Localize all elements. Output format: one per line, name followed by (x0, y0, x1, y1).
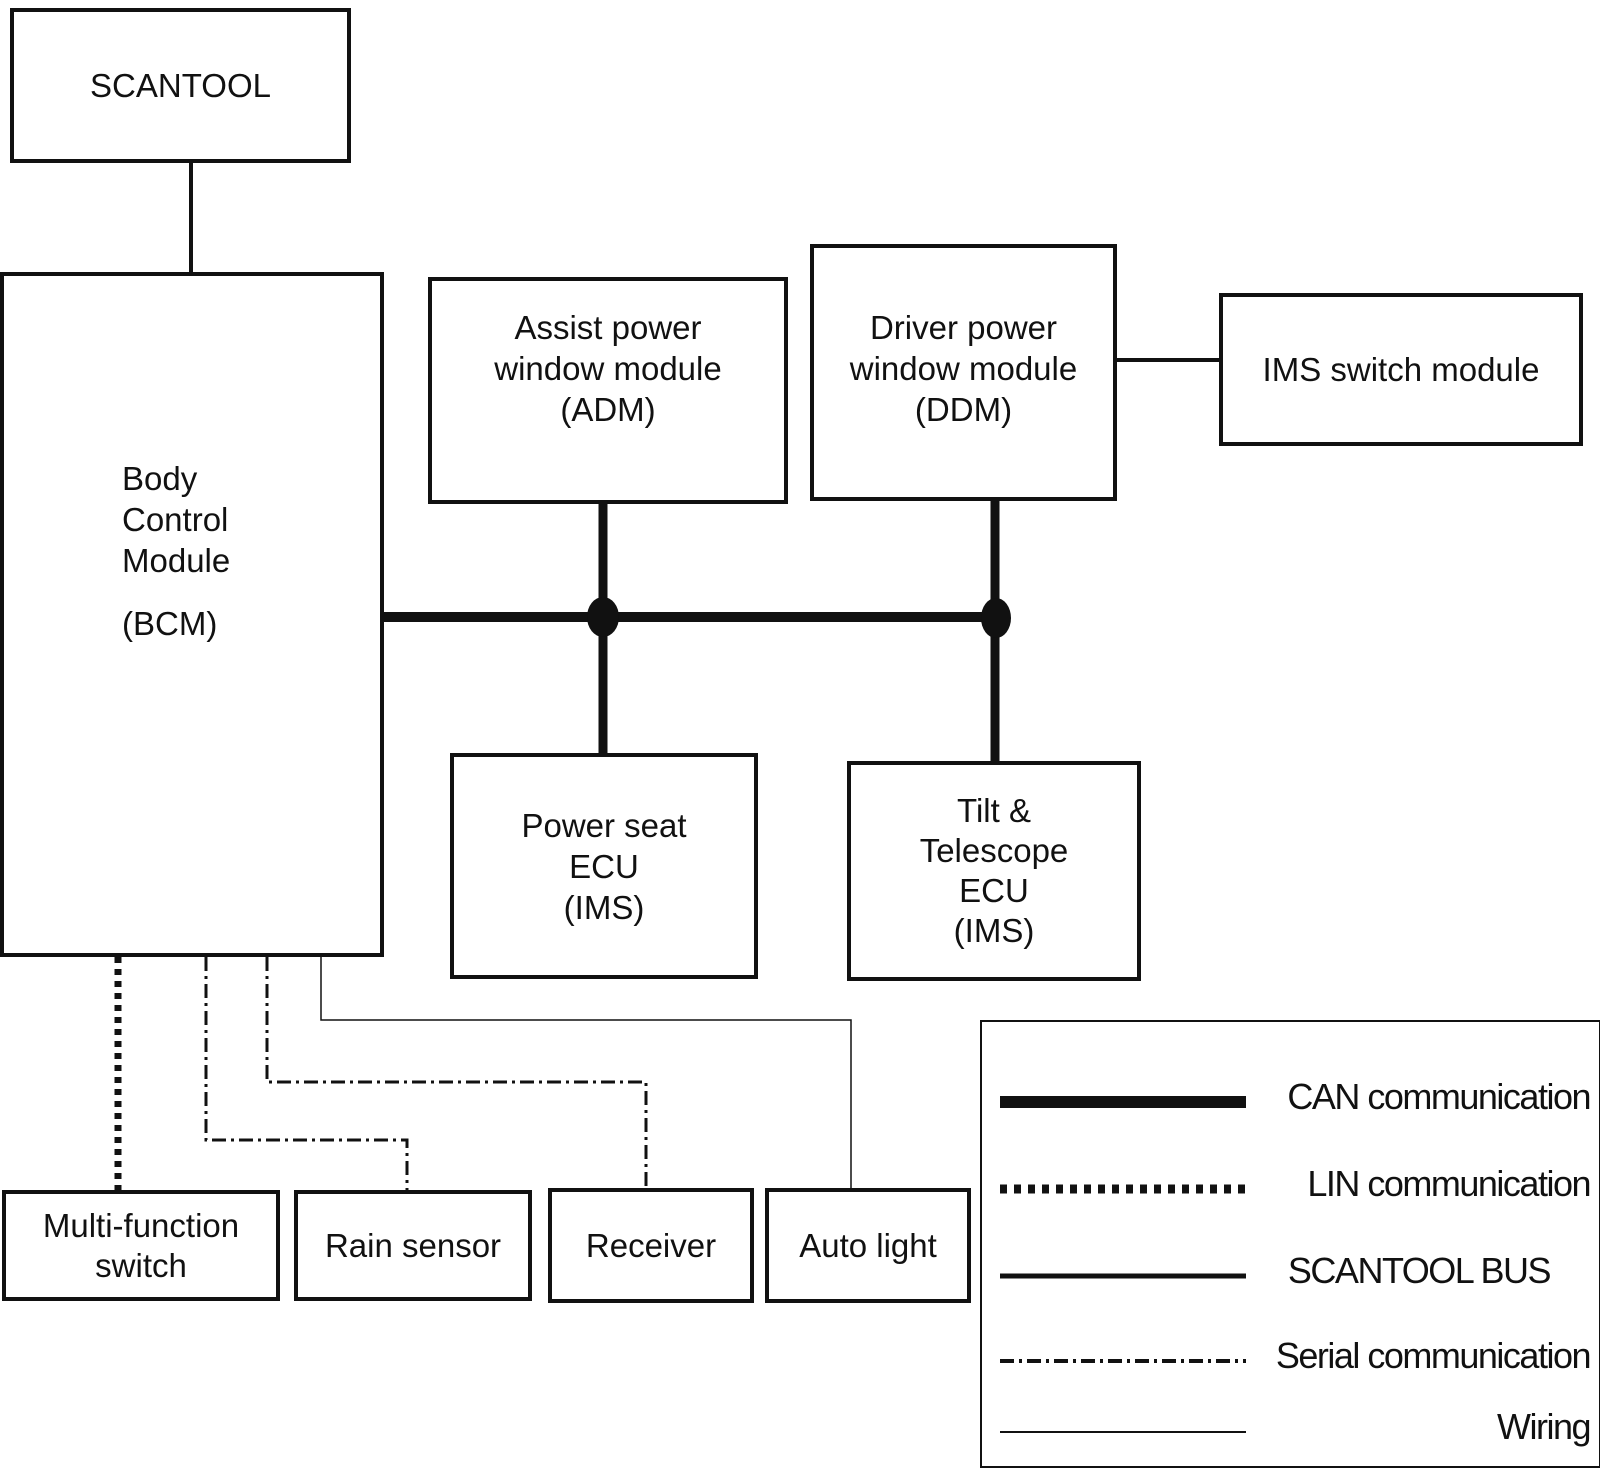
ddm-box: Driver power window module (DDM) (810, 244, 1117, 501)
serial-line-receiver (265, 957, 648, 1188)
rain-sensor-label: Rain sensor (324, 1227, 502, 1264)
scantool-label: SCANTOOL (90, 67, 271, 104)
ddm-label-line3: (DDM) (914, 391, 1013, 428)
adm-label-line3: (ADM) (560, 391, 656, 428)
auto-light-box: Auto light (765, 1188, 971, 1303)
bcm-label-line3: Module (122, 542, 231, 579)
legend-swatch-lin (1000, 1184, 1246, 1194)
receiver-label: Receiver (585, 1227, 717, 1264)
power-seat-label-line3: (IMS) (563, 888, 645, 926)
legend-label-serial: Serial communication (1275, 1335, 1592, 1376)
receiver-box: Receiver (548, 1188, 754, 1303)
ddm-label-line2: window module (849, 350, 1078, 387)
adm-label-line1: Assist power (514, 309, 702, 346)
legend-row-serial: Serial communication (1000, 1331, 1592, 1391)
legend-row-wiring: Wiring (1000, 1406, 1592, 1470)
legend-swatch-wiring (1000, 1431, 1246, 1433)
can-junction-left (587, 597, 619, 637)
legend: CAN communication LIN communication SCAN… (980, 1020, 1600, 1468)
legend-swatch-can (1000, 1096, 1246, 1108)
power-seat-label-line1: Power seat (521, 806, 687, 844)
tilt-label-line2: Telescope (919, 832, 1069, 869)
bcm-label-line2: Control (122, 501, 229, 538)
legend-swatch-scantool (1000, 1273, 1246, 1279)
bcm-box: Body Control Module (BCM) (0, 272, 384, 957)
legend-row-lin: LIN communication (1000, 1159, 1591, 1219)
legend-label-wiring: Wiring (1496, 1406, 1592, 1447)
adm-label-line2: window module (494, 350, 722, 387)
wiring-line-autolight (320, 957, 852, 1188)
mfs-label-line2: switch (95, 1246, 187, 1284)
multi-function-switch-box: Multi-function switch (2, 1190, 280, 1301)
bcm-label-line1: Body (122, 460, 198, 497)
mfs-label-line1: Multi-function (42, 1206, 240, 1244)
ddm-label-line1: Driver power (869, 309, 1058, 346)
adm-box: Assist power window module (ADM) (428, 277, 788, 504)
can-junction-right (981, 598, 1011, 638)
legend-label-lin: LIN communication (1307, 1163, 1591, 1204)
legend-swatch-serial (1000, 1359, 1246, 1363)
tilt-label-line4: (IMS) (953, 912, 1035, 949)
serial-line-rain (204, 957, 409, 1190)
legend-row-scantool: SCANTOOL BUS (1000, 1246, 1590, 1306)
ims-switch-label: IMS switch module (1262, 351, 1540, 388)
power-seat-box: Power seat ECU (IMS) (450, 753, 758, 979)
power-seat-label-line2: ECU (569, 847, 639, 885)
tilt-label-line3: ECU (959, 872, 1029, 909)
legend-label-can: CAN communication (1287, 1076, 1591, 1117)
legend-row-can: CAN communication (1000, 1072, 1591, 1132)
rain-sensor-box: Rain sensor (294, 1190, 532, 1301)
legend-label-scantool: SCANTOOL BUS (1287, 1250, 1552, 1291)
scantool-box: SCANTOOL (10, 8, 351, 163)
auto-light-label: Auto light (799, 1227, 937, 1264)
tilt-label-line1: Tilt & (957, 792, 1031, 829)
tilt-telescope-box: Tilt & Telescope ECU (IMS) (847, 761, 1141, 981)
bcm-abbr: (BCM) (122, 605, 218, 642)
ims-switch-box: IMS switch module (1219, 293, 1583, 446)
